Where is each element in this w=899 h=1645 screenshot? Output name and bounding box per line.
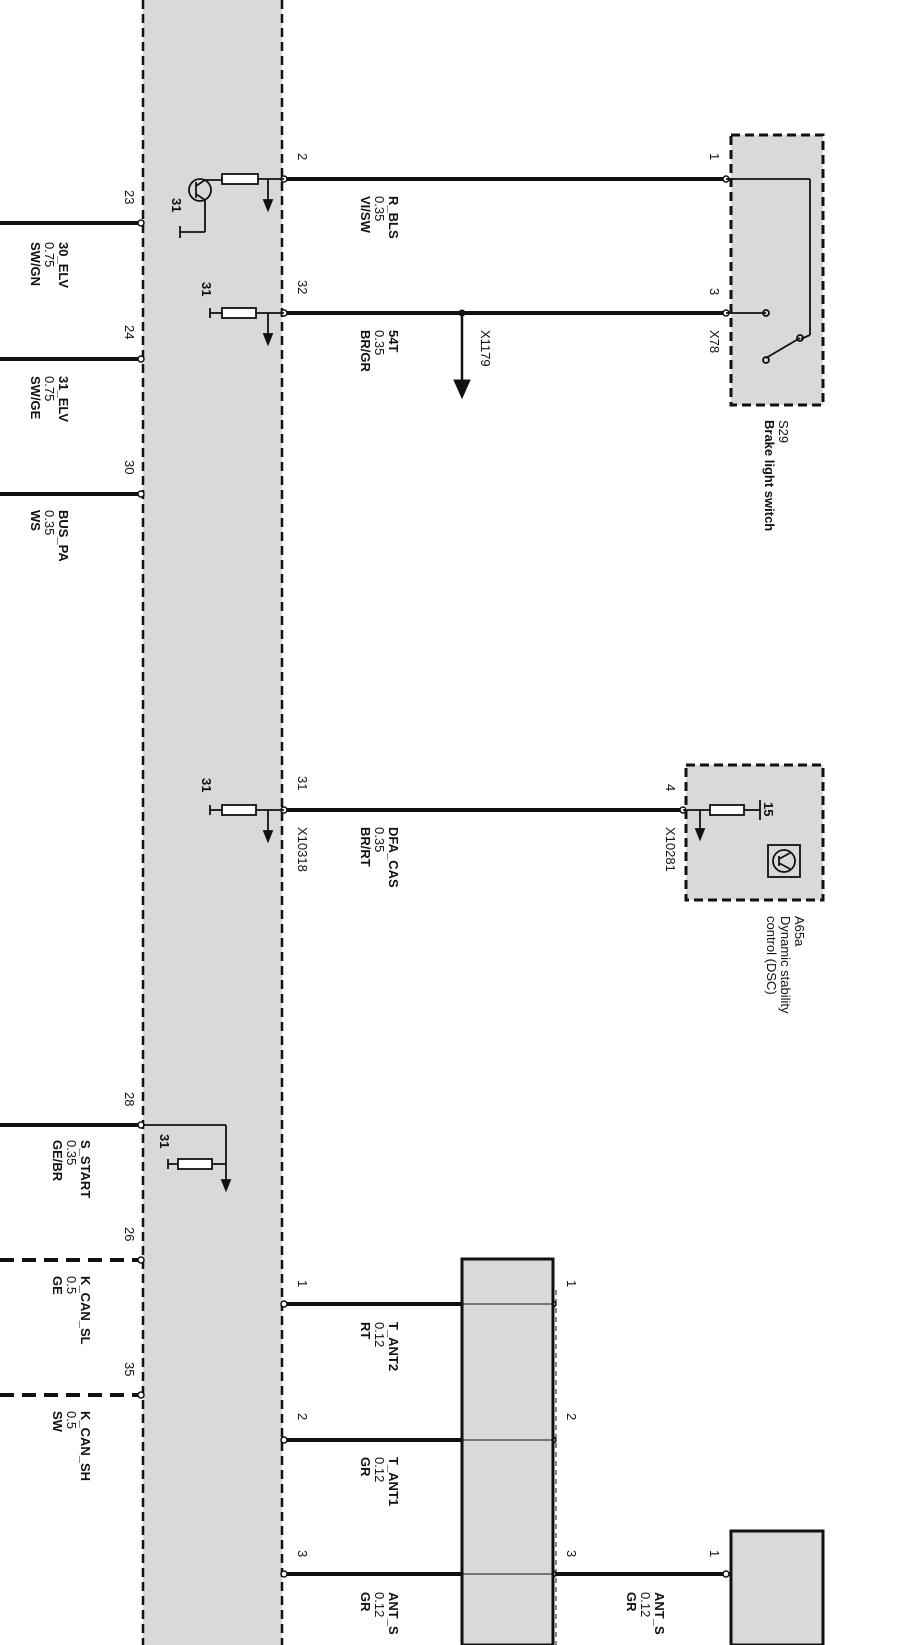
antenna-module-box	[460, 1257, 555, 1645]
connector-x1179: X1179	[478, 330, 493, 367]
pin-s29-1: 1	[707, 153, 722, 161]
pin-28: 28	[122, 1092, 137, 1107]
pin-b3: 3	[564, 1550, 579, 1558]
pin-30: 30	[122, 460, 137, 475]
pin-31: 31	[295, 776, 310, 791]
control-module-body	[143, 0, 282, 1645]
pin-dsc-4: 4	[663, 784, 678, 792]
pin-24: 24	[122, 325, 137, 340]
dsc-module-icon	[767, 844, 801, 878]
connector-x78: X78	[707, 330, 722, 354]
resistor-pin-32	[209, 307, 284, 347]
switch-contact-symbol	[726, 178, 811, 364]
resistor-pin-28	[143, 1124, 232, 1193]
x1179-arrow	[453, 309, 471, 400]
transistor-symbol	[179, 173, 284, 238]
pin-23: 23	[122, 190, 137, 205]
pin-32: 32	[295, 280, 310, 295]
pin-b1: 1	[564, 1280, 579, 1288]
ground-label-a: 31	[169, 198, 184, 213]
pin-a3: 3	[295, 1550, 310, 1558]
ground-label-c: 31	[199, 778, 214, 793]
connector-x10281: X10281	[663, 827, 678, 872]
bottom-right-component-box	[729, 1529, 825, 1645]
pin-2: 2	[295, 153, 310, 161]
a65a-dsc-box	[684, 763, 825, 902]
ground-label-b: 31	[199, 282, 214, 297]
pin-s29-3: 3	[707, 288, 722, 296]
connector-x10318: X10318	[295, 827, 310, 872]
resistor-pin-31	[209, 804, 284, 844]
ground-label-d: 31	[157, 1134, 172, 1149]
s29-switch-box	[729, 133, 825, 407]
supply-label-15: 15	[761, 802, 776, 817]
pin-35: 35	[122, 1362, 137, 1377]
pin-b2: 2	[564, 1413, 579, 1421]
pin-26: 26	[122, 1227, 137, 1242]
dsc-internal-resistor	[683, 800, 761, 842]
pin-a1: 1	[295, 1280, 310, 1288]
pin-a2: 2	[295, 1413, 310, 1421]
antenna-module-passthrough	[462, 1303, 553, 1575]
pin-c1: 1	[707, 1550, 722, 1558]
